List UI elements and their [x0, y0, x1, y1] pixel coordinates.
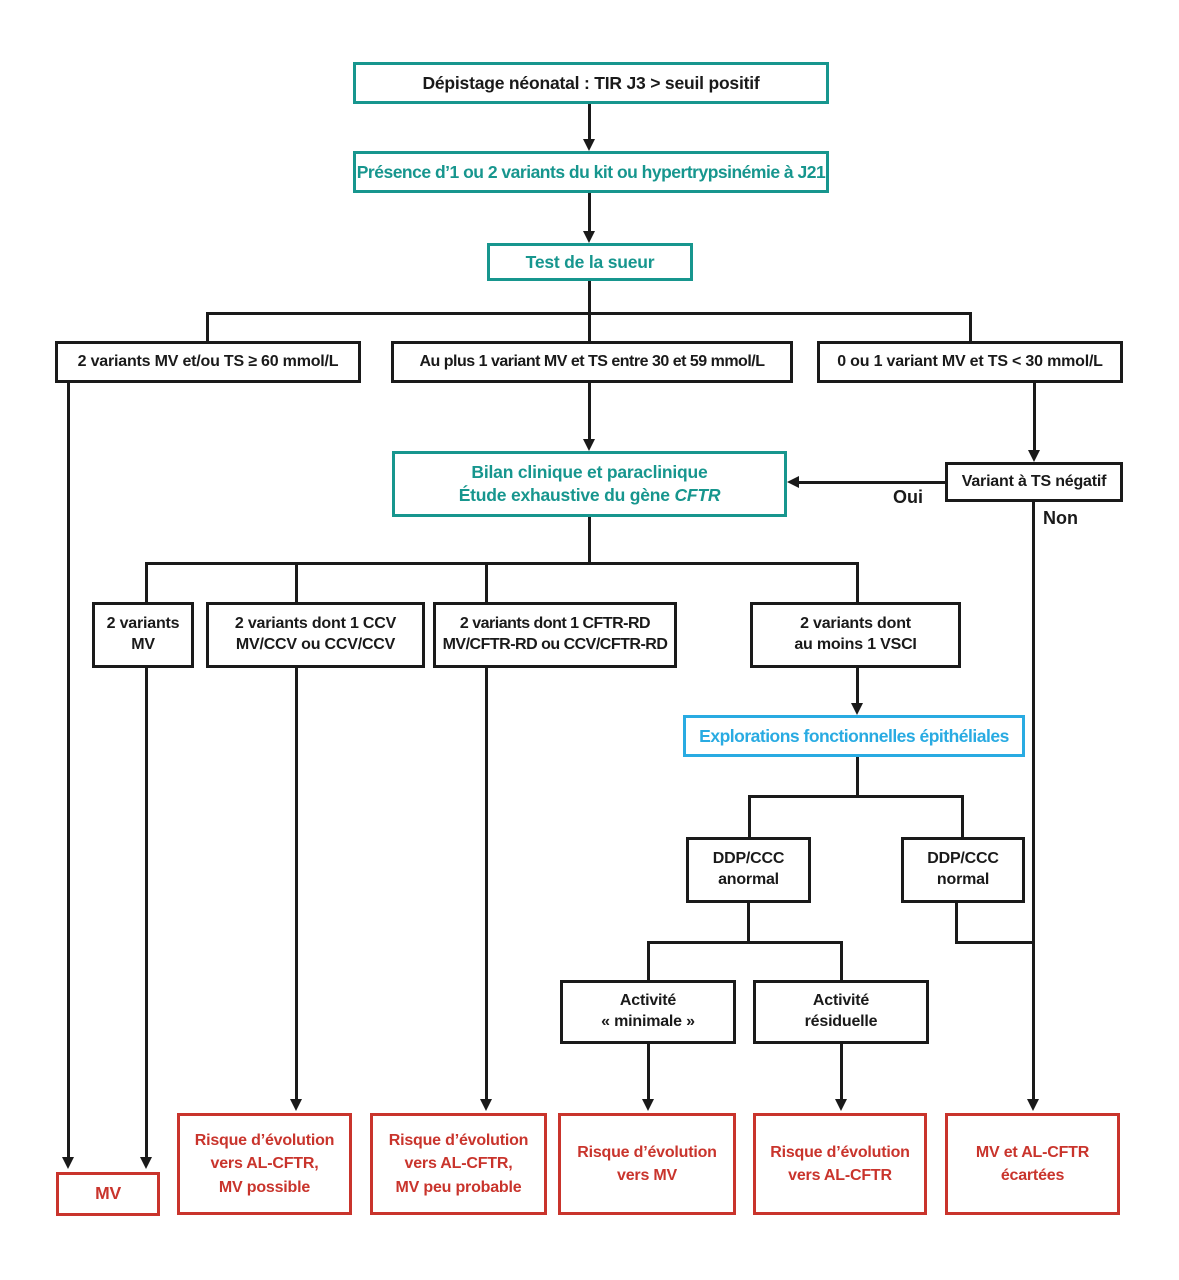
connector-vsci-explorations	[856, 668, 859, 705]
connector-drop-ddp-anormal	[748, 795, 751, 837]
connector-presence-sueur	[588, 193, 591, 233]
node-ts-sup-60: 2 variants MV et/ou TS ≥ 60 mmol/L	[55, 341, 361, 383]
bilan-line1: Bilan clinique et paraclinique	[471, 462, 708, 483]
connector-ts3059-bilan	[588, 383, 591, 441]
connector-ddpnormal-join	[955, 941, 1035, 944]
connector-mv2-mv	[145, 668, 148, 1158]
connector-drop-cftr-rd	[485, 562, 488, 602]
connector-split3-horizontal	[748, 795, 964, 798]
edge-label-oui: Oui	[893, 487, 923, 507]
connector-ts60-mv	[67, 383, 70, 1158]
node-result-risque-al-cftr-mv-peu-probable: Risque d’évolution vers AL-CFTR, MV peu …	[370, 1113, 547, 1215]
node-2-variants-ccv: 2 variants dont 1 CCV MV/CCV ou CCV/CCV	[206, 602, 425, 668]
node-presence-variants: Présence d’1 ou 2 variants du kit ou hyp…	[353, 151, 829, 193]
arrowhead-down-icon	[1028, 450, 1040, 462]
connector-drop-ts30	[969, 312, 972, 341]
connector-drop-ddp-normal	[961, 795, 964, 837]
connector-sueur-split	[588, 281, 591, 314]
node-ddp-ccc-anormal: DDP/CCC anormal	[686, 837, 811, 903]
connector-bilan-split	[588, 517, 591, 565]
node-2-variants-cftr-rd: 2 variants dont 1 CFTR-RD MV/CFTR-RD ou …	[433, 602, 677, 668]
connector-depistage-presence	[588, 104, 591, 141]
bilan-line2: Étude exhaustive du gène CFTR	[458, 485, 721, 505]
gene-cftr-italic: CFTR	[674, 485, 721, 505]
node-variant-ts-negatif: Variant à TS négatif	[945, 462, 1123, 502]
node-result-risque-al-cftr-mv-possible: Risque d’évolution vers AL-CFTR, MV poss…	[177, 1113, 352, 1215]
node-result-mv-al-cftr-ecartees: MV et AL-CFTR écartées	[945, 1113, 1120, 1215]
node-ddp-ccc-normal: DDP/CCC normal	[901, 837, 1025, 903]
arrowhead-left-icon	[787, 476, 799, 488]
connector-drop-ts60	[206, 312, 209, 341]
arrowhead-down-icon	[583, 231, 595, 243]
connector-actmin-risque	[647, 1044, 650, 1100]
node-result-risque-vers-al-cftr: Risque d’évolution vers AL-CFTR	[753, 1113, 927, 1215]
connector-cftrrd-risque	[485, 668, 488, 1100]
connector-split2-horizontal	[145, 562, 859, 565]
node-result-mv: MV	[56, 1172, 160, 1216]
connector-split4-horizontal	[647, 941, 842, 944]
connector-drop-ccv	[295, 562, 298, 602]
arrowhead-down-icon	[1027, 1099, 1039, 1111]
node-activite-residuelle: Activité résiduelle	[753, 980, 929, 1044]
arrowhead-down-icon	[140, 1157, 152, 1169]
connector-explorations-split	[856, 757, 859, 798]
connector-oui	[797, 481, 945, 484]
connector-ccv-risque	[295, 668, 298, 1100]
arrowhead-down-icon	[290, 1099, 302, 1111]
arrowhead-down-icon	[642, 1099, 654, 1111]
node-ts-inf-30: 0 ou 1 variant MV et TS < 30 mmol/L	[817, 341, 1123, 383]
edge-label-non: Non	[1043, 508, 1078, 528]
node-2-variants-vsci: 2 variants dont au moins 1 VSCI	[750, 602, 961, 668]
node-result-risque-vers-mv: Risque d’évolution vers MV	[558, 1113, 736, 1215]
arrowhead-down-icon	[583, 439, 595, 451]
connector-ts30-variant	[1033, 383, 1036, 452]
arrowhead-down-icon	[583, 139, 595, 151]
arrowhead-down-icon	[835, 1099, 847, 1111]
connector-drop-act-minimale	[647, 941, 650, 980]
node-test-sueur: Test de la sueur	[487, 243, 693, 281]
arrowhead-down-icon	[480, 1099, 492, 1111]
connector-actres-risque	[840, 1044, 843, 1100]
connector-ddpanormal-split	[747, 903, 750, 944]
connector-drop-ts3059	[588, 312, 591, 341]
connector-non	[1032, 502, 1035, 1100]
node-activite-minimale: Activité « minimale »	[560, 980, 736, 1044]
node-depistage-neonatal: Dépistage néonatal : TIR J3 > seuil posi…	[353, 62, 829, 104]
arrowhead-down-icon	[62, 1157, 74, 1169]
node-bilan-clinique: Bilan clinique et paraclinique Étude exh…	[392, 451, 787, 517]
connector-drop-mv2	[145, 562, 148, 602]
connector-ddpnormal-down	[955, 903, 958, 944]
connector-drop-vsci	[856, 562, 859, 602]
node-explorations-fonctionnelles: Explorations fonctionnelles épithéliales	[683, 715, 1025, 757]
node-ts-30-59: Au plus 1 variant MV et TS entre 30 et 5…	[391, 341, 793, 383]
node-2-variants-mv: 2 variants MV	[92, 602, 194, 668]
connector-drop-act-residuelle	[840, 941, 843, 980]
arrowhead-down-icon	[851, 703, 863, 715]
